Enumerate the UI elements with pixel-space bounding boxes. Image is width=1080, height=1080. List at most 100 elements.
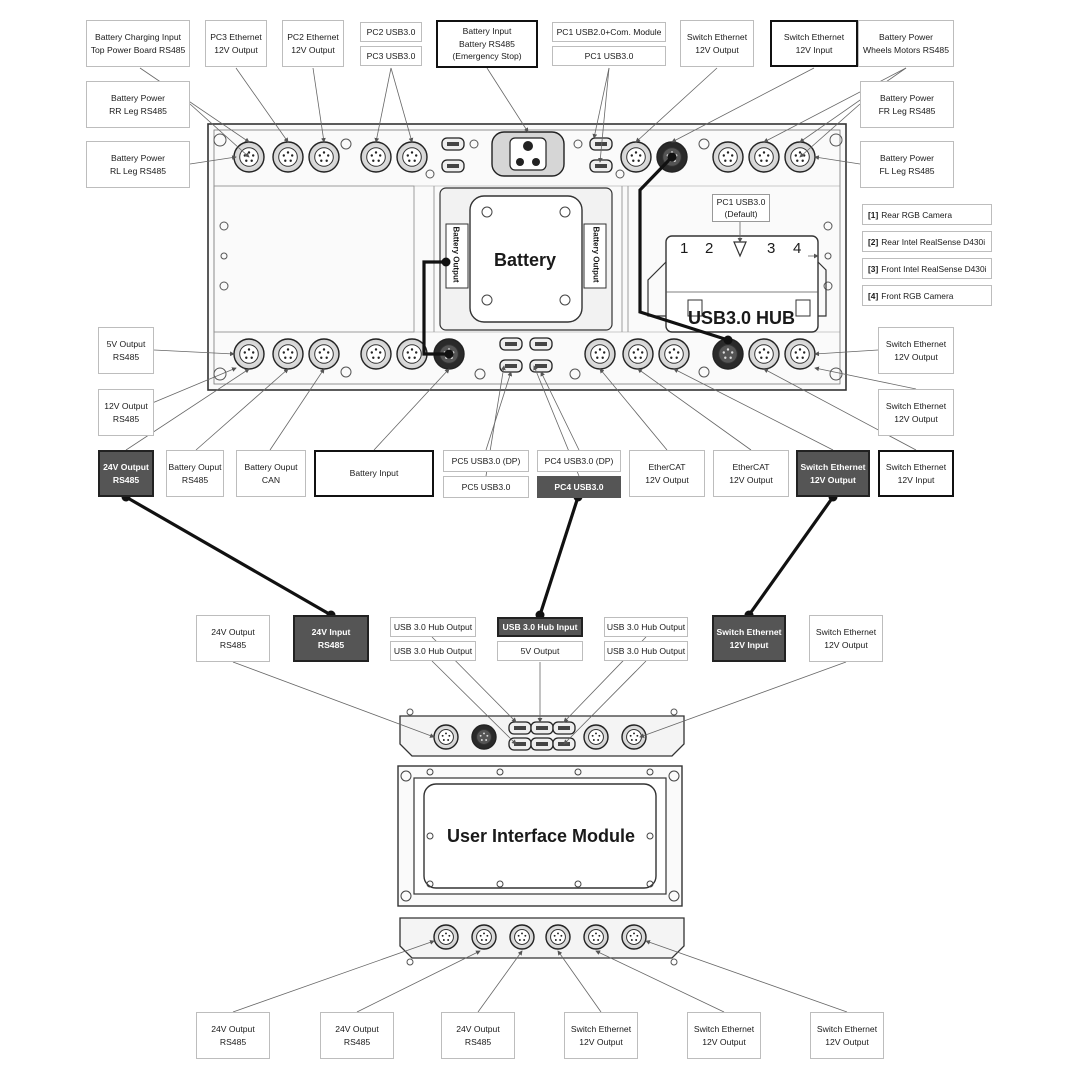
label-line: 24V Output — [211, 627, 255, 638]
label-line: Battery Input — [349, 468, 399, 479]
label-line: Switch Ethernet — [800, 462, 866, 473]
usb-port-tongue — [535, 364, 547, 368]
round-connector — [272, 141, 304, 173]
camera-index: [4] — [868, 290, 879, 301]
round-connector — [712, 141, 744, 173]
label-line: Switch Ethernet — [693, 1024, 755, 1035]
round-connector — [748, 338, 780, 370]
label-line: Battery RS485 — [459, 38, 515, 49]
label-line: PC3 USB3.0 — [366, 50, 416, 61]
emergency-stop-connector — [491, 131, 565, 177]
label-line: USB 3.0 Hub Input — [502, 621, 578, 632]
label-line: 12V Output — [104, 401, 148, 412]
camera-item: [2]Rear Intel RealSense D430i — [862, 231, 992, 252]
label-pc2-usb: PC2 USB3.0 — [360, 22, 422, 42]
usb-hub-title: USB3.0 HUB — [688, 308, 796, 328]
label-line: 5V Output — [520, 645, 560, 656]
leader-line — [645, 940, 848, 1013]
label-line: 12V Output — [645, 474, 689, 485]
label-line: Switch Ethernet — [815, 627, 877, 638]
cable-lines — [121, 152, 838, 620]
label-line: PC1 USB2.0+Com. Module — [556, 26, 662, 37]
label-pc4-usb: PC4 USB3.0 — [537, 476, 621, 498]
leader-line — [485, 371, 513, 451]
leader-line — [390, 67, 414, 143]
round-connector — [584, 338, 616, 370]
battery-title: Battery — [494, 250, 557, 270]
cable — [422, 260, 449, 356]
label-line: PC2 Ethernet — [287, 32, 339, 43]
label-line: EtherCAT — [648, 462, 686, 473]
label-line: RR Leg RS485 — [109, 105, 167, 116]
camera-name: Rear RGB Camera — [881, 209, 952, 220]
label-line: 12V Output — [291, 44, 335, 55]
label-line: Battery Ouput — [244, 462, 298, 473]
label-line: USB 3.0 Hub Output — [393, 621, 473, 632]
label-line: Switch Ethernet — [686, 32, 748, 43]
round-connector — [545, 924, 571, 950]
cable-endpoint — [444, 349, 454, 359]
leader-line — [599, 368, 668, 451]
label-line: 12V Output — [894, 413, 938, 424]
round-connector — [396, 338, 428, 370]
leader-line — [597, 67, 610, 163]
label-line: Battery Power — [880, 153, 934, 164]
round-connector — [748, 141, 780, 173]
round-connector — [360, 141, 392, 173]
label-line: Battery Power — [111, 93, 165, 104]
label-line: RS485 — [219, 1036, 247, 1047]
leader-line — [639, 661, 847, 738]
camera-name: Front RGB Camera — [881, 290, 954, 301]
label-line: Battery Ouput — [168, 462, 222, 473]
leader-line — [540, 371, 580, 451]
leader-line — [374, 67, 392, 143]
label-line: EtherCAT — [732, 462, 770, 473]
label-line: Top Power Board RS485 — [90, 44, 186, 55]
camera-index: [2] — [868, 236, 879, 247]
ui-module-title: User Interface Module — [447, 826, 636, 846]
leader-line — [635, 67, 718, 143]
leader-line — [232, 661, 435, 738]
leader-line — [814, 155, 861, 165]
usb-port-tongue — [447, 164, 459, 168]
label-line: PC2 USB3.0 — [366, 26, 416, 37]
label-line: RS485 — [112, 413, 140, 424]
usb-hub-body — [665, 235, 819, 333]
label-line: 24V Output — [456, 1024, 500, 1035]
label-line: 24V Output — [335, 1024, 379, 1035]
label-line: RS485 — [112, 351, 140, 362]
label-pc5-usb: PC5 USB3.0 — [443, 476, 529, 498]
label-bat-input-low: Battery Input — [314, 450, 434, 497]
label-line: PC5 USB3.0 (DP) — [451, 455, 521, 466]
label-line: Switch Ethernet — [885, 339, 947, 350]
round-connector — [620, 141, 652, 173]
ui-24v-input-connector — [471, 724, 497, 750]
leader-line — [373, 368, 450, 451]
hub-port-1: 1 — [680, 240, 689, 257]
usb-port-tongue — [505, 342, 517, 346]
leader-line — [139, 67, 250, 143]
label-line: Battery Power — [111, 153, 165, 164]
camera-index: [1] — [868, 209, 879, 220]
label-line: PC5 USB3.0 — [461, 481, 511, 492]
leader-line — [195, 368, 289, 451]
round-connector — [658, 338, 690, 370]
leader-line — [637, 368, 752, 451]
leader-line — [595, 950, 725, 1013]
leader-line — [592, 67, 610, 139]
